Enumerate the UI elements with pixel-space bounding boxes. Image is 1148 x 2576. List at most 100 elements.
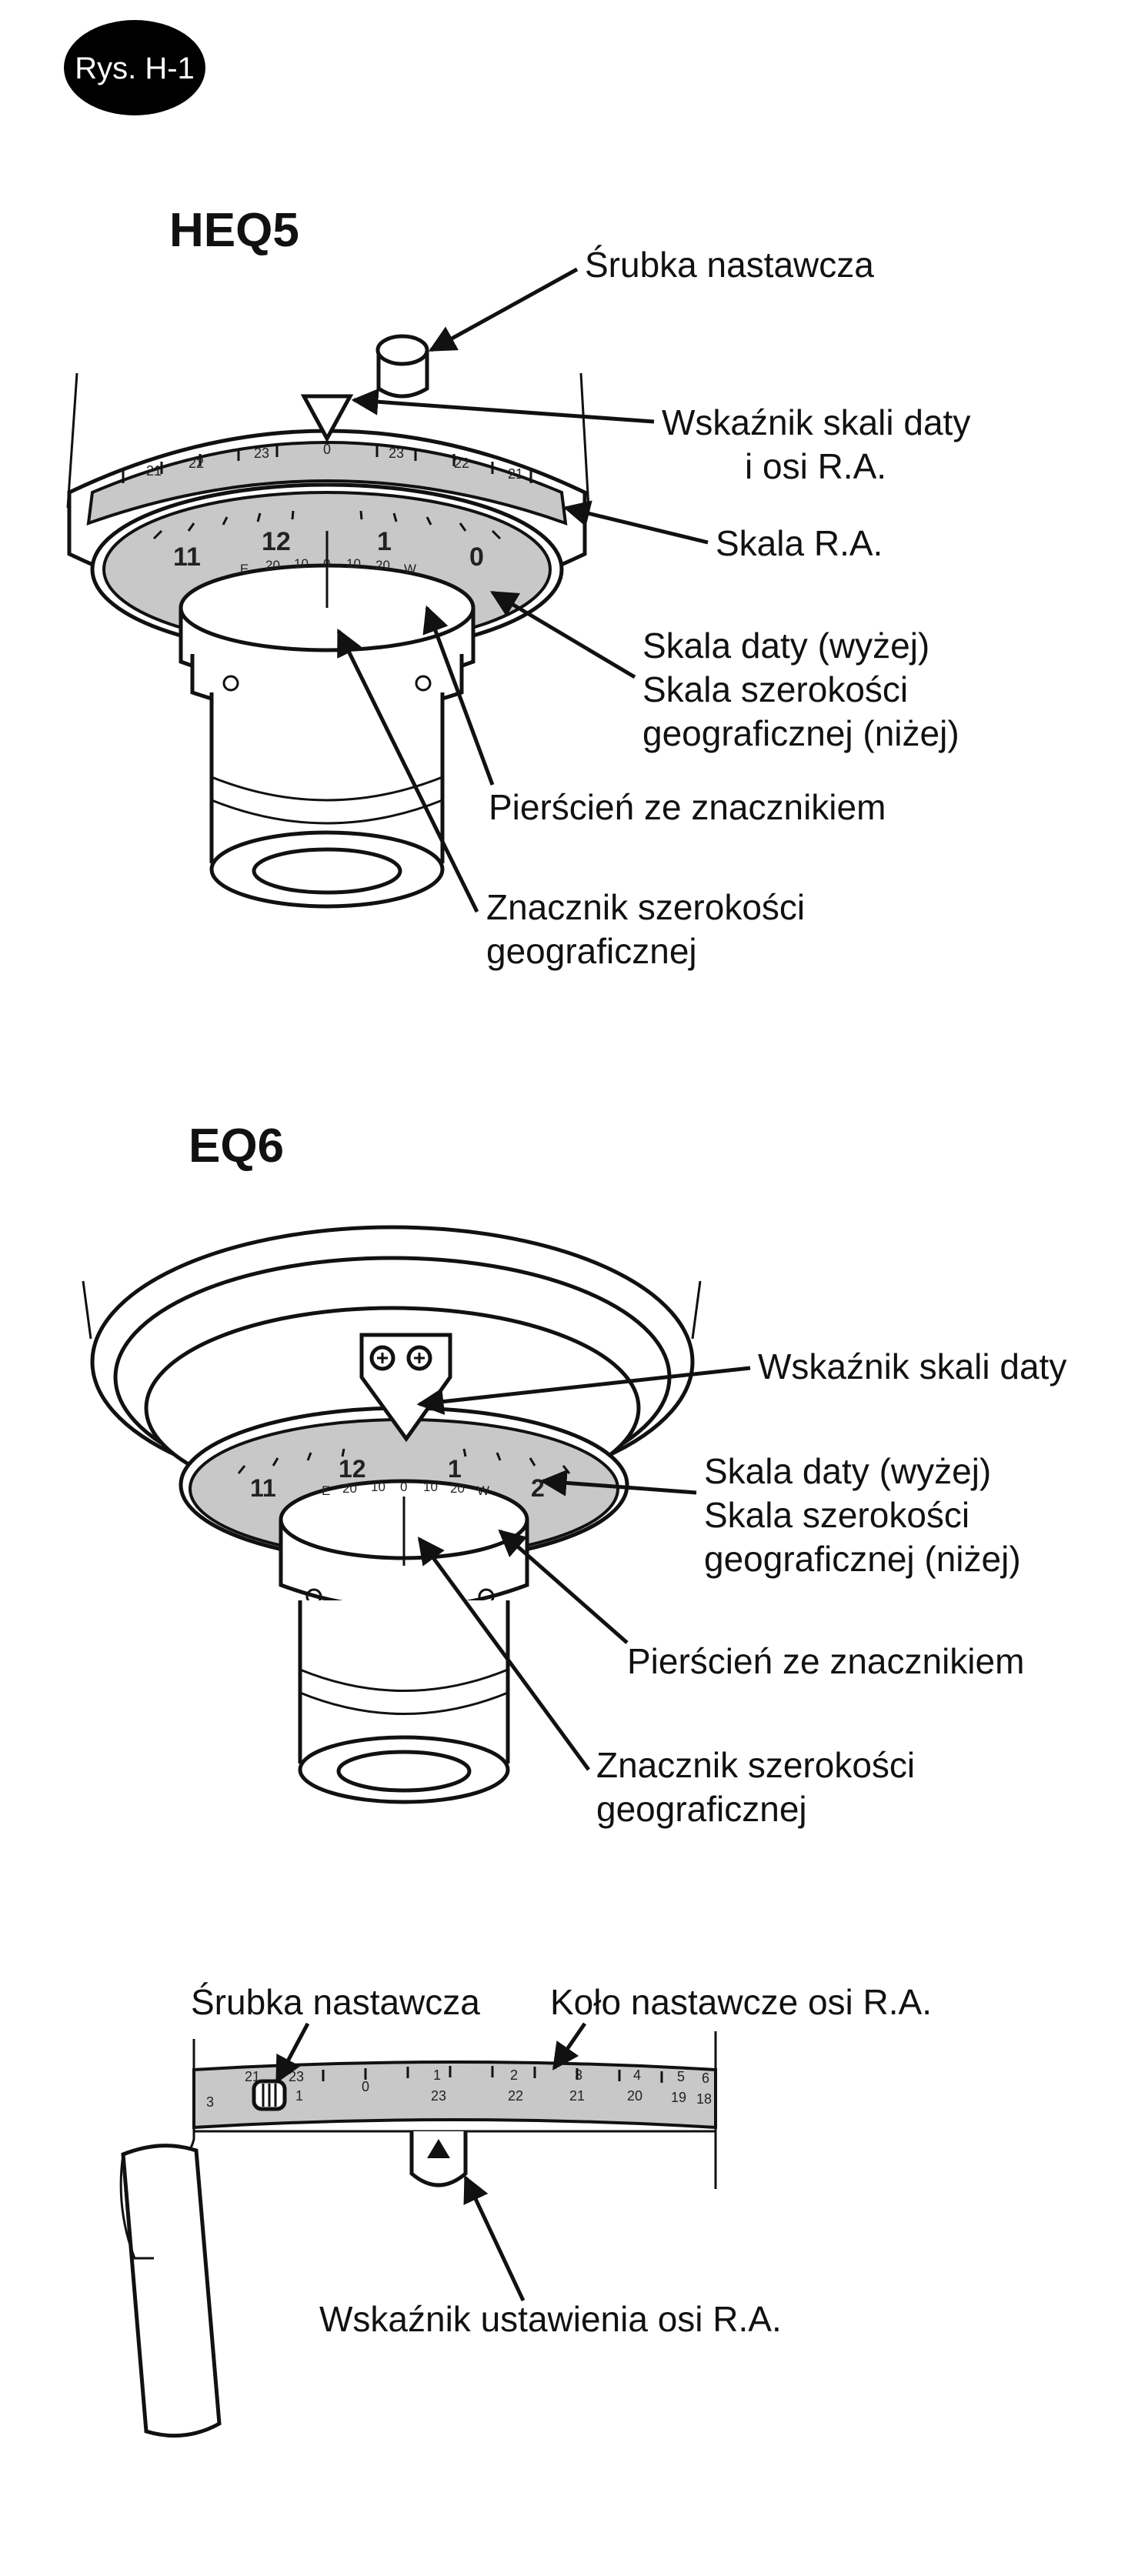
eq6-mount-drawing bbox=[82, 1225, 702, 1804]
eq6-lat-num: 20 bbox=[450, 1481, 465, 1496]
eq6-label-pointer: Wskaźnik skali daty bbox=[758, 1346, 1066, 1386]
ra-strip-num: 6 bbox=[702, 2070, 709, 2086]
heq5-arrow-pointer bbox=[351, 388, 655, 424]
eq6-arrow-lat-mark bbox=[417, 1537, 591, 1771]
eq6-lat-num: 20 bbox=[342, 1481, 357, 1496]
eq6-label-date-scale-3: geograficznej (niżej) bbox=[704, 1539, 1021, 1579]
heq5-label-ra-scale: Skala R.A. bbox=[716, 523, 883, 563]
ra-strip-num: 23 bbox=[431, 2088, 446, 2104]
ra-strip-num: 5 bbox=[677, 2069, 685, 2084]
heq5-label-pointer-2: i osi R.A. bbox=[745, 446, 886, 486]
heq5-lat-numbers: E 20 10 0 10 20 W bbox=[240, 556, 416, 576]
heq5-date-num: 1 bbox=[377, 527, 392, 556]
heq5-date-num: 12 bbox=[262, 527, 291, 556]
heq5-ra-num: 23 bbox=[389, 445, 404, 461]
heq5-date-numbers: 11 12 1 0 bbox=[173, 527, 484, 572]
heq5-ra-num: 0 bbox=[323, 442, 331, 457]
heq5-title: HEQ5 bbox=[169, 204, 299, 257]
eq6-date-numbers: 11 12 1 2 bbox=[250, 1455, 545, 1502]
ra-strip-num: 21 bbox=[569, 2088, 585, 2104]
heq5-label-pointer-1: Wskaźnik skali daty bbox=[662, 402, 970, 442]
eq6-arrow-date-scale bbox=[539, 1469, 697, 1497]
heq5-label-date-scale-2: Skala szerokości bbox=[642, 669, 908, 709]
heq5-date-num: 11 bbox=[173, 542, 201, 572]
ra-strip-num: 22 bbox=[508, 2088, 523, 2104]
strip-arrow-pointer bbox=[463, 2174, 526, 2302]
ra-strip-set-screw bbox=[252, 2079, 287, 2111]
ra-strip-num: 0 bbox=[362, 2079, 369, 2094]
eq6-date-num: 11 bbox=[250, 1474, 276, 1502]
eq6-label-lat-mark-2: geograficznej bbox=[596, 1789, 807, 1829]
ra-handle bbox=[119, 2144, 222, 2438]
heq5-label-lat-mark-1: Znacznik szerokości bbox=[486, 887, 805, 927]
ra-strip-num: 2 bbox=[510, 2067, 518, 2083]
heq5-arrow-set-screw bbox=[428, 267, 579, 352]
eq6-lat-num: 10 bbox=[423, 1480, 438, 1494]
eq6-date-num: 1 bbox=[448, 1455, 462, 1483]
strip-label-set-screw: Śrubka nastawcza bbox=[191, 1982, 480, 2022]
eq6-label-ring: Pierścień ze znacznikiem bbox=[627, 1641, 1024, 1681]
heq5-arrow-ring bbox=[422, 605, 495, 786]
eq6-lat-num: W bbox=[477, 1483, 489, 1498]
ra-strip-bottom-numbers: 3 1 23 22 21 20 19 18 bbox=[206, 2088, 712, 2110]
ra-strip-num: 4 bbox=[633, 2067, 641, 2083]
eq6-date-num: 2 bbox=[531, 1474, 545, 1502]
heq5-lat-num: 20 bbox=[265, 558, 280, 572]
ra-strip-num: 23 bbox=[289, 2069, 304, 2084]
heq5-ra-num: 23 bbox=[254, 445, 269, 461]
eq6-title: EQ6 bbox=[189, 1119, 284, 1173]
eq6-lat-num: 0 bbox=[400, 1480, 407, 1494]
strip-label-pointer: Wskaźnik ustawienia osi R.A. bbox=[319, 2299, 782, 2339]
heq5-lat-num: 10 bbox=[346, 556, 361, 571]
heq5-pointer-triangle bbox=[300, 394, 354, 443]
ra-strip-num: 18 bbox=[696, 2091, 712, 2107]
figure-badge: Rys. H-1 bbox=[64, 20, 205, 115]
heq5-date-num: 0 bbox=[469, 542, 484, 572]
heq5-arrow-lat-mark bbox=[336, 628, 479, 913]
heq5-ra-num: 22 bbox=[189, 455, 204, 471]
ra-strip-num: 1 bbox=[295, 2088, 303, 2104]
ra-strip-num: 20 bbox=[627, 2088, 642, 2104]
ra-pointer-triangle bbox=[427, 2139, 450, 2158]
eq6-label-lat-mark-1: Znacznik szerokości bbox=[596, 1745, 915, 1785]
strip-arrow-set-screw bbox=[275, 2022, 310, 2084]
heq5-lat-num: W bbox=[404, 562, 416, 576]
ra-strip-num: 1 bbox=[433, 2067, 441, 2083]
heq5-label-ring: Pierścień ze znacznikiem bbox=[489, 787, 886, 827]
heq5-ra-num: 21 bbox=[508, 466, 523, 482]
heq5-label-set-screw: Śrubka nastawcza bbox=[585, 245, 874, 285]
heq5-label-date-scale-3: geograficznej (niżej) bbox=[642, 713, 959, 753]
eq6-lat-num: E bbox=[322, 1483, 330, 1498]
heq5-ra-numbers: 21 22 23 0 23 22 21 bbox=[146, 442, 523, 482]
eq6-lat-numbers: E 20 10 0 10 20 W bbox=[322, 1480, 489, 1498]
heq5-ra-num: 22 bbox=[454, 455, 469, 471]
eq6-date-ticks bbox=[237, 1448, 571, 1474]
heq5-arrow-date-scale bbox=[489, 590, 636, 679]
heq5-label-date-scale-1: Skala daty (wyżej) bbox=[642, 626, 929, 666]
ra-strip-num: 3 bbox=[206, 2094, 214, 2110]
ra-strip-ticks bbox=[322, 2066, 663, 2083]
heq5-lat-num: E bbox=[240, 562, 249, 576]
ra-strip-num: 19 bbox=[671, 2090, 686, 2105]
heq5-label-lat-mark-2: geograficznej bbox=[486, 931, 697, 971]
heq5-set-screw bbox=[375, 334, 429, 399]
eq6-arrow-ring bbox=[498, 1529, 629, 1644]
heq5-ra-ticks bbox=[122, 445, 532, 483]
eq6-arrow-pointer bbox=[416, 1366, 751, 1415]
eq6-date-num: 12 bbox=[339, 1455, 366, 1483]
heq5-ra-num: 21 bbox=[146, 463, 162, 479]
heq5-lat-num: 10 bbox=[294, 556, 309, 571]
ra-strip-num: 3 bbox=[575, 2067, 582, 2083]
heq5-lat-num: 20 bbox=[375, 558, 390, 572]
heq5-lat-num: 0 bbox=[323, 556, 330, 571]
strip-label-setting-circle: Koło nastawcze osi R.A. bbox=[550, 1982, 932, 2022]
eq6-lat-num: 10 bbox=[371, 1480, 385, 1494]
ra-strip-num: 21 bbox=[245, 2069, 260, 2084]
eq6-label-date-scale-2: Skala szerokości bbox=[704, 1495, 969, 1535]
ra-strip-drawing bbox=[119, 2031, 717, 2438]
heq5-date-ticks bbox=[152, 510, 502, 540]
heq5-arrow-ra-scale bbox=[562, 500, 709, 545]
strip-arrow-setting-circle bbox=[552, 2022, 587, 2070]
eq6-label-date-scale-1: Skala daty (wyżej) bbox=[704, 1451, 991, 1491]
